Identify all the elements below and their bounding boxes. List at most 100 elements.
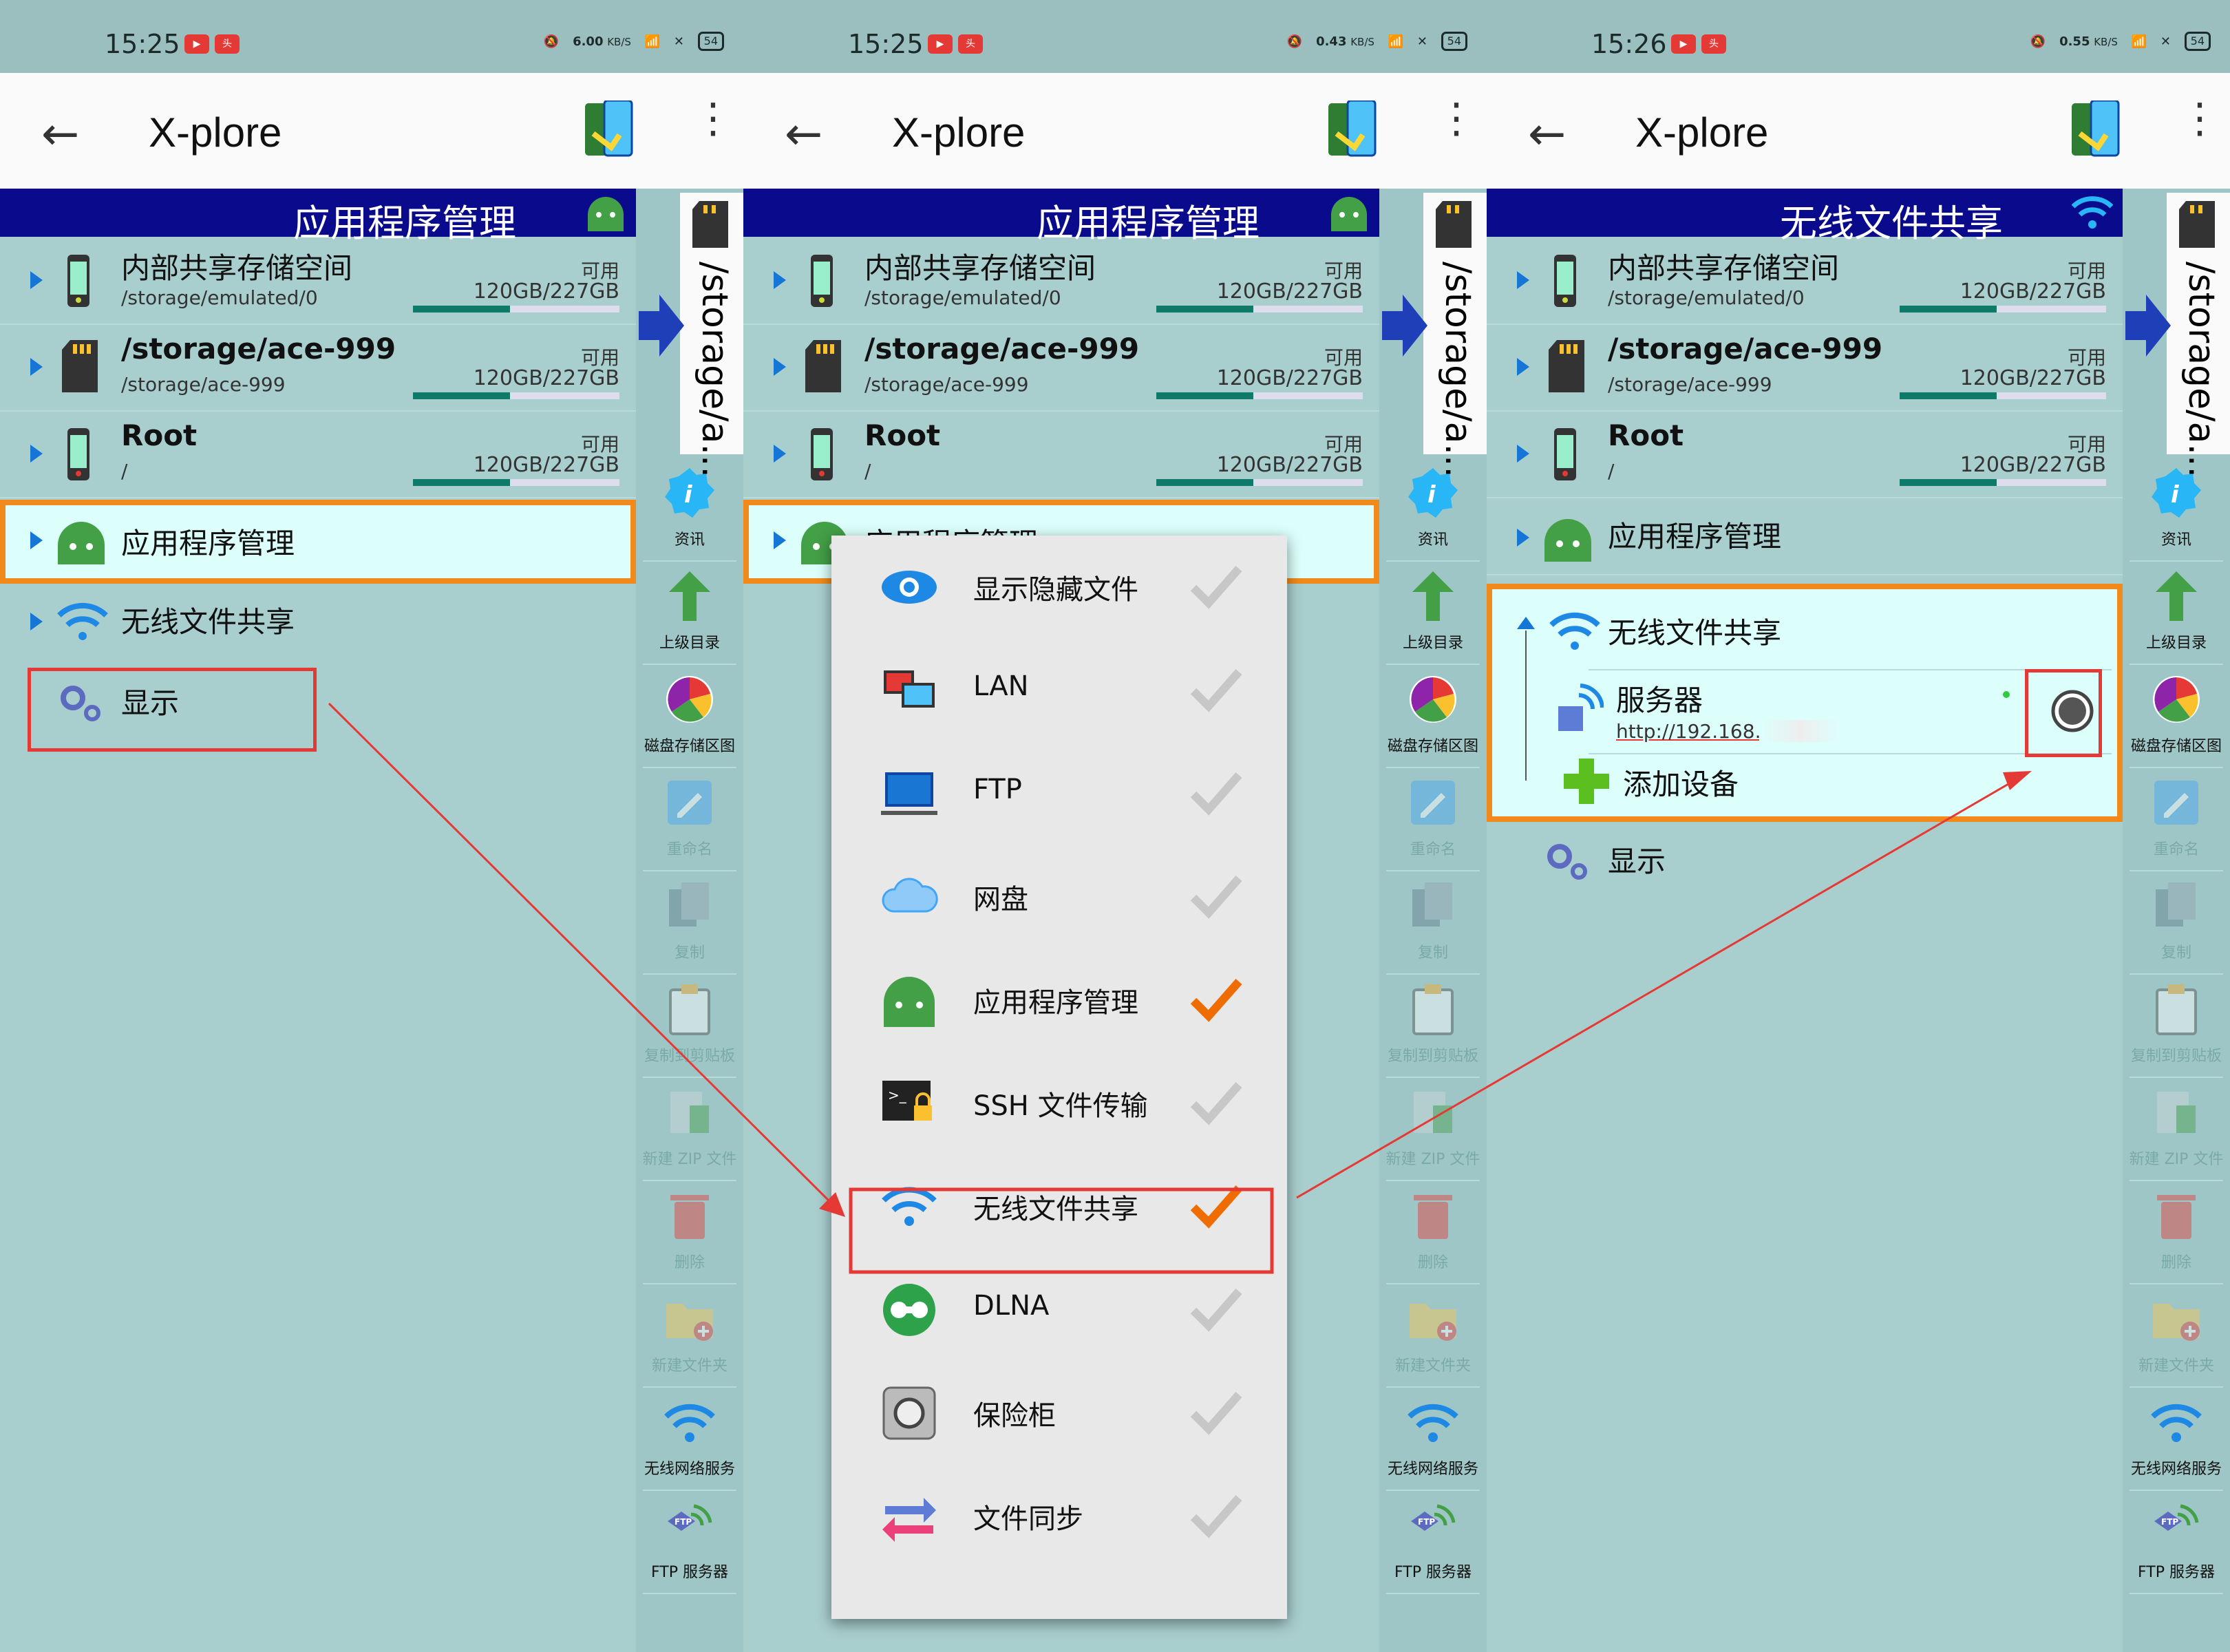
overflow-menu-icon[interactable]: ⋮	[1436, 94, 1477, 142]
path-tab[interactable]: /storage/a...	[2167, 193, 2230, 478]
storage-row-sd[interactable]: /storage/ace-999 /storage/ace-999 可用 120…	[1487, 325, 2123, 412]
unchecked-icon[interactable]	[1188, 662, 1243, 717]
menu-item-4[interactable]: 应用程序管理	[831, 949, 1287, 1052]
storage-row-root[interactable]: Root / 可用 120GB/227GB	[743, 412, 1379, 498]
unchecked-icon[interactable]	[1188, 1385, 1243, 1440]
toolbar-clipboard-button[interactable]: 复制到剪贴板	[2123, 982, 2230, 1066]
expand-icon[interactable]	[774, 271, 786, 289]
wifi-share-row[interactable]: 无线文件共享	[0, 586, 636, 655]
menu-item-7[interactable]: DLNA	[831, 1258, 1287, 1362]
menu-item-6[interactable]: 无线文件共享	[831, 1155, 1287, 1258]
collapse-icon[interactable]	[1517, 617, 1535, 629]
xplore-logo-icon[interactable]	[2070, 100, 2120, 161]
expand-icon[interactable]	[1517, 358, 1529, 376]
server-toggle-button[interactable]	[2048, 687, 2096, 735]
storage-row-internal[interactable]: 内部共享存储空间 /storage/emulated/0 可用 120GB/22…	[1487, 238, 2123, 325]
expand-icon[interactable]	[30, 613, 43, 631]
storage-row-internal[interactable]: 内部共享存储空间 /storage/emulated/0 可用 120GB/22…	[743, 238, 1379, 325]
toolbar-zip-button[interactable]: 新建 ZIP 文件	[2123, 1085, 2230, 1169]
pane-switch-arrow-icon[interactable]	[2125, 295, 2171, 357]
toolbar-pie-chart-button[interactable]: 磁盘存储区图	[1379, 672, 1487, 756]
toolbar-rename-button[interactable]: 重命名	[636, 775, 743, 859]
expand-icon[interactable]	[774, 358, 786, 376]
toolbar-wifi-service-button[interactable]: 无线网络服务	[2123, 1395, 2230, 1479]
toolbar-pie-chart-button[interactable]: 磁盘存储区图	[2123, 672, 2230, 756]
toolbar-clipboard-button[interactable]: 复制到剪贴板	[636, 982, 743, 1066]
xplore-logo-icon[interactable]	[1327, 100, 1377, 161]
app-manager-row[interactable]: 应用程序管理	[1487, 498, 2123, 575]
unchecked-icon[interactable]	[1188, 765, 1243, 820]
pane-switch-arrow-icon[interactable]	[639, 295, 684, 357]
toolbar-up-arrow-button[interactable]: 上级目录	[636, 569, 743, 653]
expand-icon[interactable]	[30, 271, 43, 289]
xplore-logo-icon[interactable]	[584, 100, 633, 161]
menu-item-8[interactable]: 保险柜	[831, 1362, 1287, 1465]
toolbar-up-arrow-button[interactable]: 上级目录	[2123, 569, 2230, 653]
unchecked-icon[interactable]	[1188, 1488, 1243, 1543]
menu-item-0[interactable]: 显示隐藏文件	[831, 536, 1287, 639]
menu-item-label: 网盘	[973, 884, 1028, 915]
expand-icon[interactable]	[1517, 445, 1529, 463]
back-arrow-icon[interactable]: ←	[785, 107, 823, 160]
storage-row-root[interactable]: Root / 可用 120GB/227GB	[1487, 412, 2123, 498]
storage-row-internal[interactable]: 内部共享存储空间 /storage/emulated/0 可用 120GB/22…	[0, 238, 636, 325]
overflow-menu-icon[interactable]: ⋮	[692, 94, 734, 142]
toolbar-clipboard-button[interactable]: 复制到剪贴板	[1379, 982, 1487, 1066]
unchecked-icon[interactable]	[1188, 559, 1243, 614]
toolbar-rename-button[interactable]: 重命名	[2123, 775, 2230, 859]
menu-item-5[interactable]: >_SSH 文件传输	[831, 1052, 1287, 1155]
toolbar-up-arrow-button[interactable]: 上级目录	[1379, 569, 1487, 653]
unchecked-icon[interactable]	[1188, 1075, 1243, 1130]
expand-icon[interactable]	[1517, 529, 1529, 547]
toolbar-trash-button[interactable]: 删除	[636, 1188, 743, 1272]
pane-switch-arrow-icon[interactable]	[1382, 295, 1427, 357]
overflow-menu-icon[interactable]: ⋮	[2179, 94, 2220, 142]
toolbar-trash-button[interactable]: 删除	[2123, 1188, 2230, 1272]
toolbar-zip-button[interactable]: 新建 ZIP 文件	[636, 1085, 743, 1169]
storage-row-sd[interactable]: /storage/ace-999 /storage/ace-999 可用 120…	[743, 325, 1379, 412]
path-tab[interactable]: /storage/a...	[1423, 193, 1487, 478]
display-row[interactable]: 显示	[1487, 826, 2123, 895]
expand-icon[interactable]	[30, 445, 43, 463]
storage-row-sd[interactable]: /storage/ace-999 /storage/ace-999 可用 120…	[0, 325, 636, 412]
toolbar-rename-button[interactable]: 重命名	[1379, 775, 1487, 859]
toolbar-new-folder-button[interactable]: 新建文件夹	[1379, 1291, 1487, 1375]
toolbar-new-folder-button[interactable]: 新建文件夹	[2123, 1291, 2230, 1375]
menu-item-9[interactable]: 文件同步	[831, 1465, 1287, 1568]
app-manager-row[interactable]: 应用程序管理	[0, 500, 636, 584]
display-row[interactable]: 显示	[0, 668, 636, 737]
expand-icon[interactable]	[774, 531, 786, 549]
toolbar-copy-button[interactable]: 复制	[2123, 878, 2230, 962]
back-arrow-icon[interactable]: ←	[41, 107, 80, 160]
expand-icon[interactable]	[1517, 271, 1529, 289]
toolbar-wifi-service-button[interactable]: 无线网络服务	[636, 1395, 743, 1479]
checked-icon[interactable]	[1188, 1178, 1243, 1233]
menu-item-2[interactable]: FTP	[831, 742, 1287, 845]
android-icon	[878, 969, 940, 1031]
unchecked-icon[interactable]	[1188, 869, 1243, 924]
menu-item-1[interactable]: LAN	[831, 639, 1287, 742]
unchecked-icon[interactable]	[1188, 1282, 1243, 1337]
expand-icon[interactable]	[30, 358, 43, 376]
expand-icon[interactable]	[774, 445, 786, 463]
toolbar-pie-chart-button[interactable]: 磁盘存储区图	[636, 672, 743, 756]
back-arrow-icon[interactable]: ←	[1528, 107, 1567, 160]
toolbar-copy-button[interactable]: 复制	[636, 878, 743, 962]
menu-item-3[interactable]: 网盘	[831, 845, 1287, 949]
expand-icon[interactable]	[30, 531, 43, 549]
toolbar-new-folder-button[interactable]: 新建文件夹	[636, 1291, 743, 1375]
toolbar-trash-button[interactable]: 删除	[1379, 1188, 1487, 1272]
storage-row-root[interactable]: Root / 可用 120GB/227GB	[0, 412, 636, 498]
checked-icon[interactable]	[1188, 972, 1243, 1027]
toolbar-divider	[643, 973, 736, 975]
toolbar-wifi-service-button[interactable]: 无线网络服务	[1379, 1395, 1487, 1479]
path-tab[interactable]: /storage/a...	[680, 193, 743, 478]
toolbar-copy-button[interactable]: 复制	[1379, 878, 1487, 962]
toolbar-zip-button[interactable]: 新建 ZIP 文件	[1379, 1085, 1487, 1169]
